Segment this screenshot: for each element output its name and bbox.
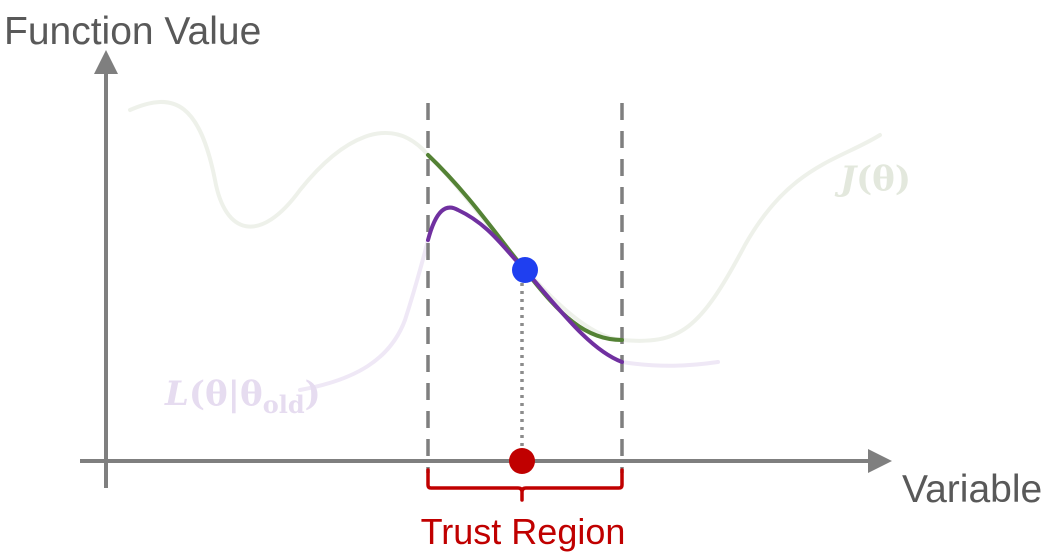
surrogate-label-close: ) — [305, 374, 321, 414]
objective-label: J(θ) — [834, 159, 911, 199]
region-bracket — [426, 468, 624, 502]
surrogate-curve-in-region — [426, 205, 624, 364]
x-axis-arrowhead — [868, 449, 892, 473]
objective-curve-in-region — [426, 153, 624, 342]
trust-region-label: Trust Region — [421, 511, 626, 552]
objective-curve-faded — [128, 100, 882, 343]
surrogate-label-sub: old — [263, 390, 305, 419]
projection-point — [509, 448, 535, 474]
surrogate-curve-faded — [298, 238, 720, 392]
surrogate-label: L(θ|θold) — [164, 374, 321, 419]
x-axis-label: Variable — [902, 468, 1042, 511]
surrogate-label-arg: (θ|θ — [189, 374, 263, 414]
objective-label-arg: (θ) — [856, 159, 911, 199]
surrogate-label-main: L — [164, 374, 189, 414]
objective-label-main: J — [834, 159, 858, 199]
y-axis-arrowhead — [94, 50, 118, 74]
current-point — [512, 257, 538, 283]
y-axis-label: Function Value — [4, 10, 261, 53]
